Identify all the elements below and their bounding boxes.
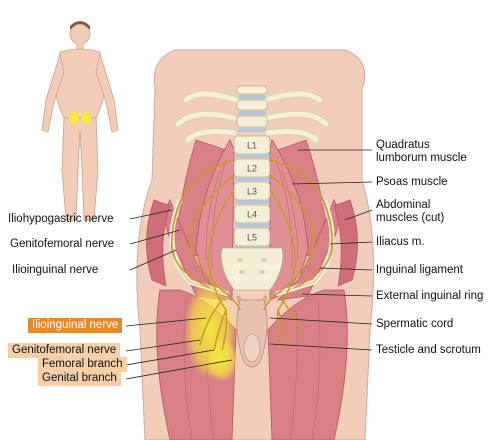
label-inguinal-ligament: Inguinal ligament (376, 264, 463, 276)
disc-below-l3 (235, 200, 269, 204)
label-iliacus: Iliacus m. (376, 236, 425, 248)
vertebra-label-l4: L4 (247, 210, 257, 220)
label-spermatic-cord: Spermatic cord (376, 318, 454, 330)
label-psoas: Psoas muscle (376, 176, 448, 188)
disc-below-l2 (235, 177, 269, 181)
label-quadratus-lumborum: Quadratus lumborum muscle (376, 139, 467, 165)
label-abdominal-line1: Abdominal (376, 199, 431, 211)
vertebra-label-l2: L2 (247, 164, 257, 174)
leader-lines (125, 149, 373, 380)
disc-below-l1 (235, 154, 269, 158)
label-quadratus-line2: lumborum muscle (376, 152, 467, 164)
label-abdominal-muscles: Abdominal muscles (cut) (376, 199, 444, 225)
label-genitofemoral-nerve: Genitofemoral nerve (10, 238, 115, 250)
quadratus-lumborum-muscle (175, 139, 329, 257)
spine (236, 85, 268, 132)
vertebra-label-l5: L5 (247, 233, 257, 243)
highlight-label-femoral-branch: Femoral branch (38, 357, 127, 372)
body-figure-icon (41, 21, 119, 221)
sacrum (220, 247, 284, 291)
highlight-label-genitofemoral: Genitofemoral nerve (8, 343, 121, 358)
nerves (171, 159, 333, 351)
label-iliohypogastric-nerve: Iliohypogastric nerve (8, 213, 114, 225)
disc-below-l4 (235, 223, 269, 227)
vertebra-label-l3: L3 (247, 187, 257, 197)
highlight-label-genital-branch: Genital branch (38, 371, 121, 386)
label-external-inguinal-ring: External inguinal ring (376, 290, 484, 302)
vertebra-label-l1: L1 (247, 141, 257, 151)
label-quadratus-line1: Quadratus (376, 139, 430, 151)
label-abdominal-line2: muscles (cut) (376, 212, 445, 224)
label-ilioinguinal-nerve: Ilioinguinal nerve (12, 264, 99, 276)
testicle-scrotum (236, 299, 268, 368)
label-testicle-scrotum: Testicle and scrotum (376, 344, 481, 356)
highlight-label-ilioinguinal: Ilioinguinal nerve (28, 318, 123, 333)
